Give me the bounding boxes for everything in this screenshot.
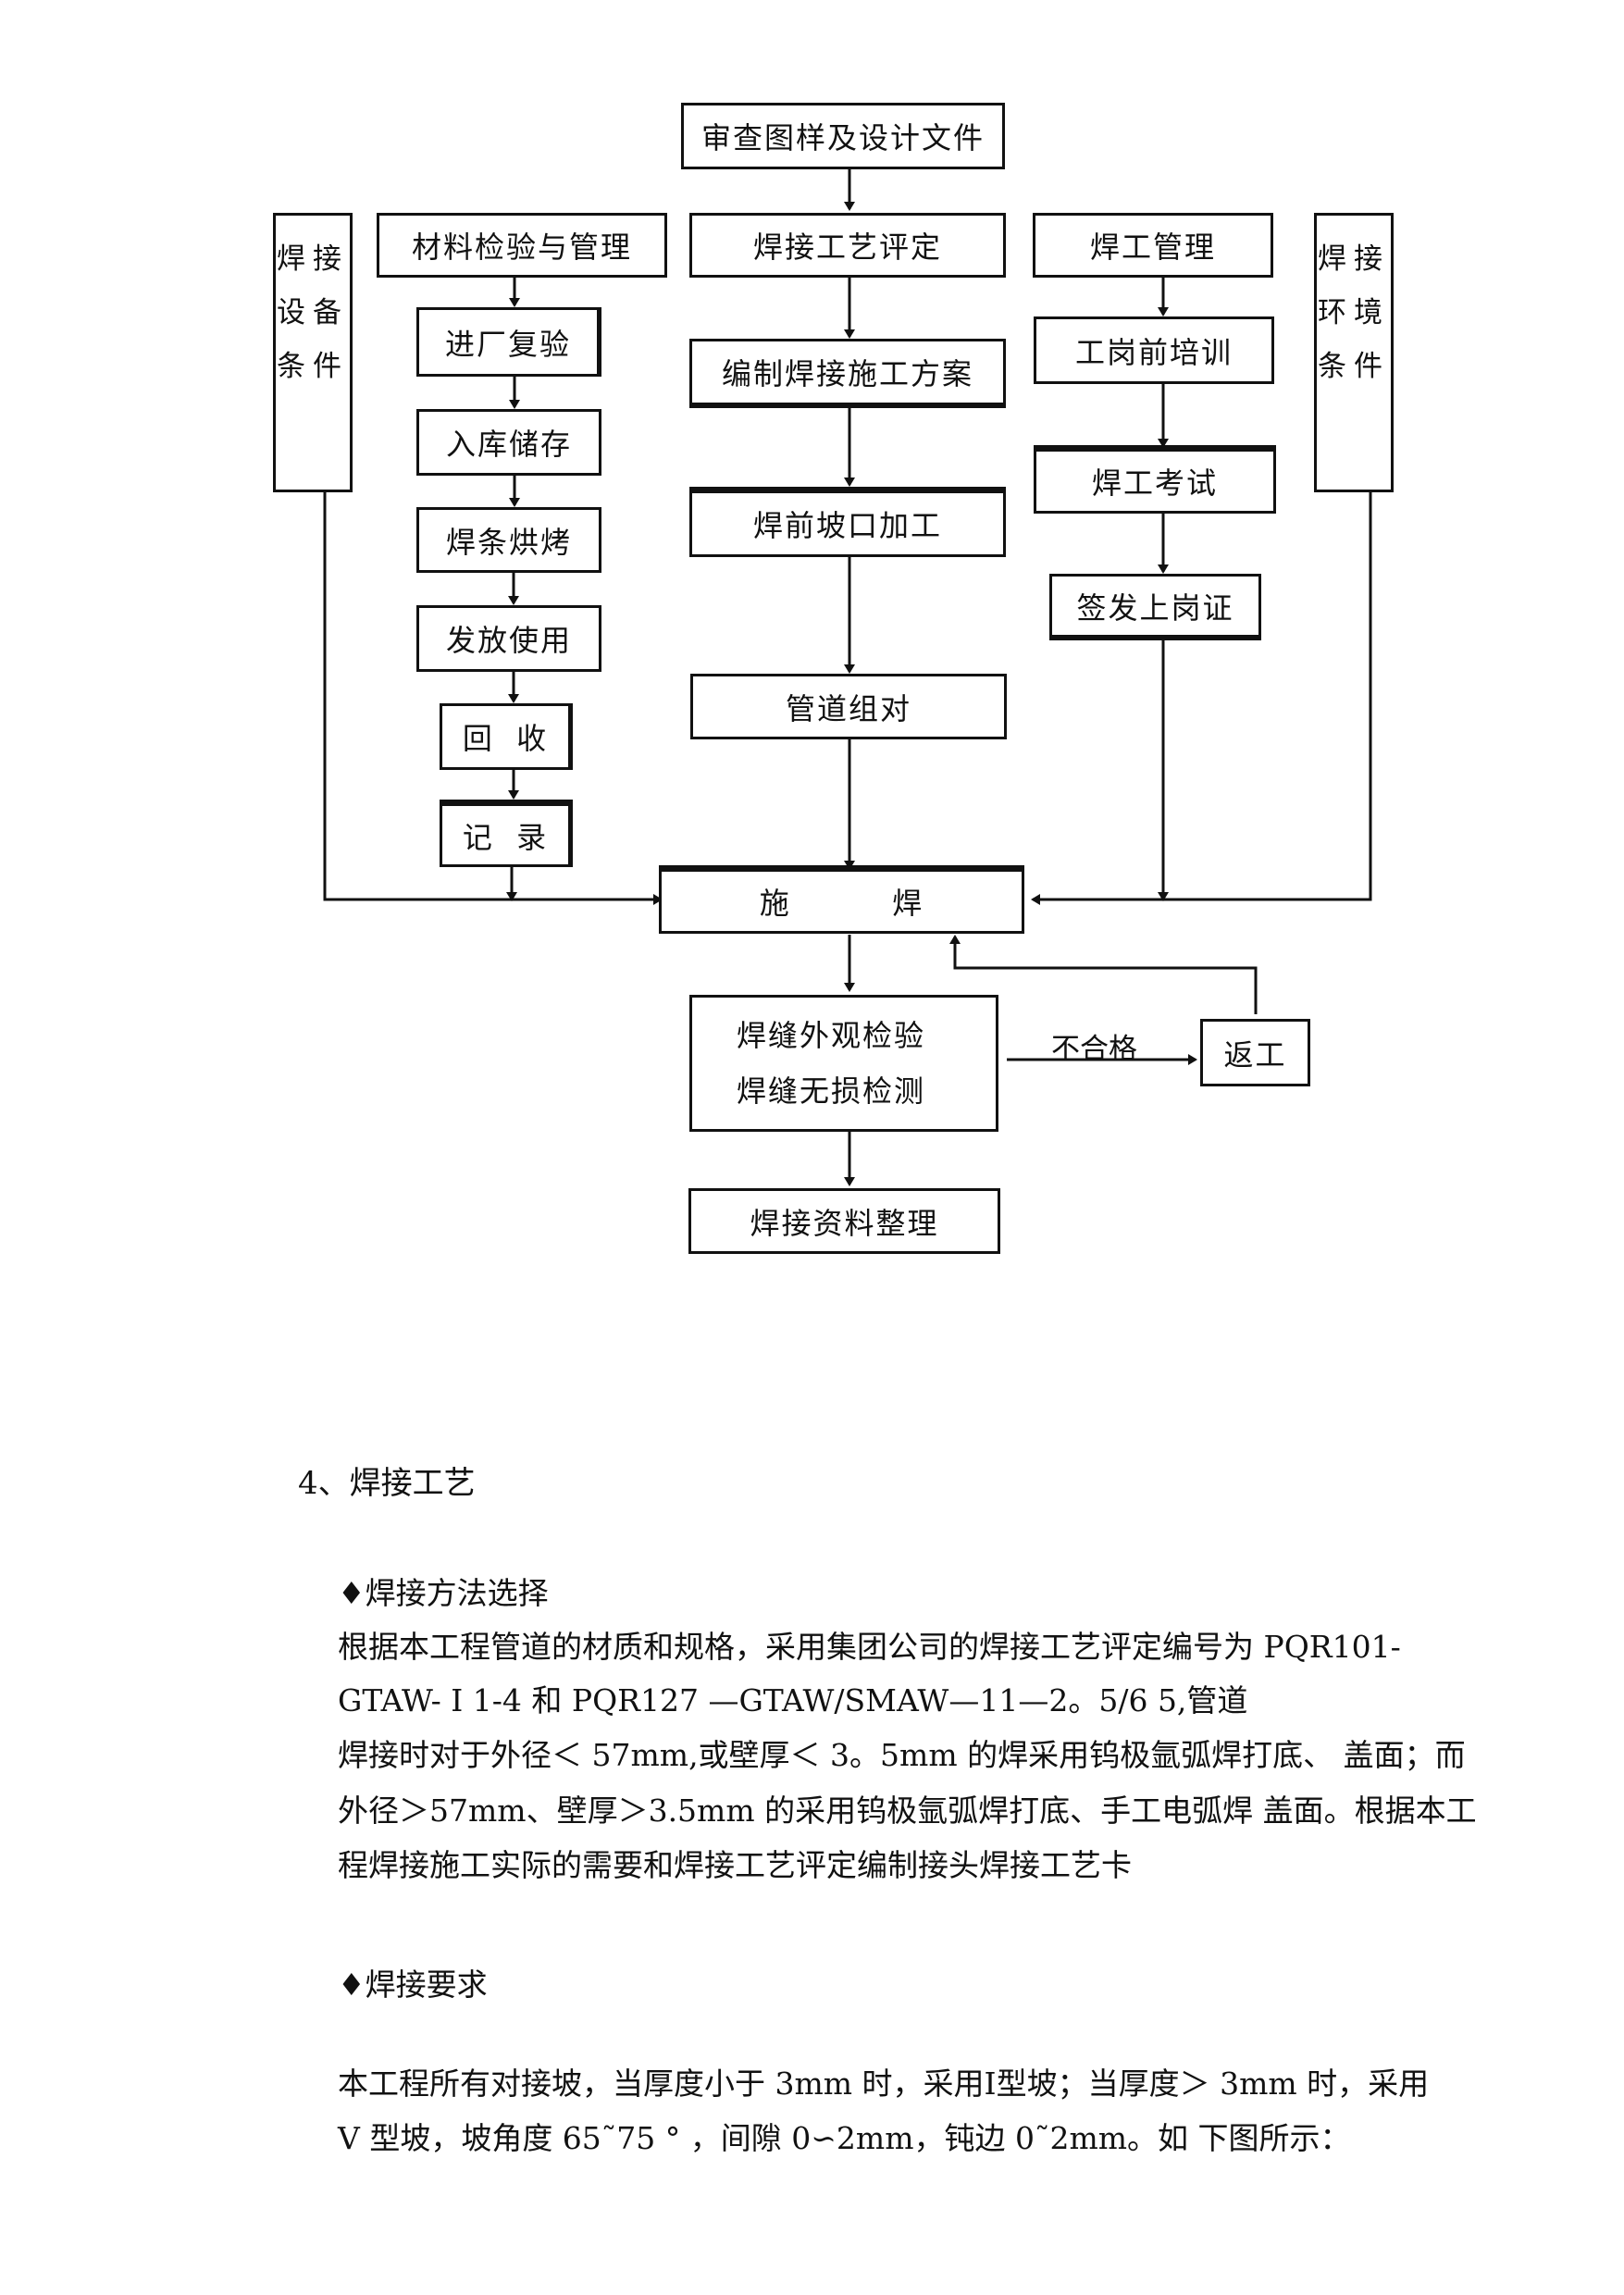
equipment-condition-box: 焊接 设备 条件 (273, 213, 353, 492)
material-step-box: 焊条烘烤 (416, 507, 601, 573)
welder-step-label: 签发上岗证 (1076, 589, 1234, 626)
rework-label: 返工 (1223, 1036, 1287, 1073)
environment-condition-box: 焊接 环境 条件 (1314, 213, 1394, 492)
inspection-line-visual: 焊缝外观检验 (737, 1018, 926, 1053)
equipment-condition-line: 设备 (277, 296, 349, 329)
line-rework-to-welding (949, 935, 1258, 1014)
inspection-line-ndt: 焊缝无损检测 (737, 1073, 926, 1109)
method-paragraph-line: 焊接时对于外径＜ 57mm,或壁厚＜ 3。5mm 的焊采用钨极氩弧焊打底、 盖面… (338, 1737, 1466, 1773)
procedure-step-label: 管道组对 (785, 690, 911, 726)
review-drawings-box: 审查图样及设计文件 (681, 103, 1005, 169)
review-drawings-label: 审查图样及设计文件 (700, 120, 985, 155)
requirements-paragraph-line: 本工程所有对接坡，当厚度小于 3mm 时，采用Ⅰ型坡；当厚度＞ 3mm 时，采用 (338, 2066, 1430, 2102)
section-heading: 4、焊接工艺 (298, 1465, 476, 1502)
rework-box: 返工 (1200, 1019, 1310, 1086)
material-step-label: 进厂复验 (444, 326, 571, 362)
welder-step-box: 焊工考试 (1034, 445, 1276, 514)
procedure-step-box: 焊前坡口加工 (689, 487, 1006, 557)
welder-management-box: 焊工管理 (1033, 213, 1273, 278)
welding-label: 施 焊 (759, 886, 924, 921)
material-step-box: 入库储存 (416, 409, 601, 476)
requirements-paragraph-line: V 型坡，坡角度 65˜75 ° ，间隙 0∽2mm，钝边 0˜2mm。如 下图… (338, 2120, 1351, 2156)
material-step-box: 记 录 (440, 800, 573, 867)
equipment-condition-line: 条件 (277, 350, 349, 383)
welder-step-box: 工岗前培训 (1034, 316, 1274, 384)
method-paragraph-line: 根据本工程管道的材质和规格，采用集团公司的焊接工艺评定编号为 PQR101- (338, 1629, 1401, 1665)
material-inspection-box: 材料检验与管理 (377, 213, 667, 278)
welding-box: 施 焊 (659, 865, 1024, 934)
method-paragraph-line: GTAW- Ⅰ 1-4 和 PQR127 —GTAW/SMAW—11—2。5/6… (338, 1682, 1248, 1718)
method-heading: ♦焊接方法选择 (338, 1575, 549, 1611)
procedure-step-label: 编制焊接施工方案 (721, 356, 973, 391)
environment-condition-line: 环境 (1318, 296, 1390, 329)
records-box: 焊接资料整理 (688, 1188, 1000, 1254)
procedure-qualification-label: 焊接工艺评定 (752, 230, 942, 265)
material-step-label: 回 收 (462, 721, 549, 756)
material-step-box: 回 收 (440, 703, 573, 770)
equipment-condition-line: 焊接 (277, 242, 349, 276)
method-paragraph-line: 程焊接施工实际的需要和焊接工艺评定编制接头焊接工艺卡 (338, 1847, 1132, 1883)
welder-step-label: 工岗前培训 (1074, 334, 1233, 370)
fail-label: 不合格 (1051, 1033, 1137, 1066)
welder-management-label: 焊工管理 (1089, 230, 1216, 265)
environment-condition-line: 条件 (1318, 350, 1390, 383)
records-label: 焊接资料整理 (750, 1205, 939, 1241)
procedure-step-box: 管道组对 (690, 674, 1007, 739)
procedure-step-box: 编制焊接施工方案 (689, 339, 1006, 408)
procedure-qualification-box: 焊接工艺评定 (689, 213, 1006, 278)
inspection-box: 焊缝外观检验 焊缝无损检测 (689, 995, 998, 1132)
material-inspection-label: 材料检验与管理 (411, 230, 632, 265)
welder-step-label: 焊工考试 (1091, 465, 1218, 501)
method-paragraph-line: 外径＞57mm、壁厚＞3.5mm 的采用钨极氩弧焊打底、手工电弧焊 盖面。根据本… (338, 1793, 1477, 1829)
material-step-label: 焊条烘烤 (445, 524, 572, 560)
material-step-label: 发放使用 (445, 623, 572, 658)
procedure-step-label: 焊前坡口加工 (752, 508, 942, 543)
environment-condition-line: 焊接 (1318, 242, 1390, 276)
line-environment-to-welding (1031, 490, 1372, 905)
material-step-box: 进厂复验 (416, 307, 601, 377)
material-step-label: 入库储存 (445, 427, 572, 462)
welder-step-box: 签发上岗证 (1049, 574, 1261, 640)
material-step-label: 记 录 (462, 819, 549, 855)
material-step-box: 发放使用 (416, 605, 601, 672)
requirements-heading: ♦焊接要求 (338, 1966, 488, 2003)
